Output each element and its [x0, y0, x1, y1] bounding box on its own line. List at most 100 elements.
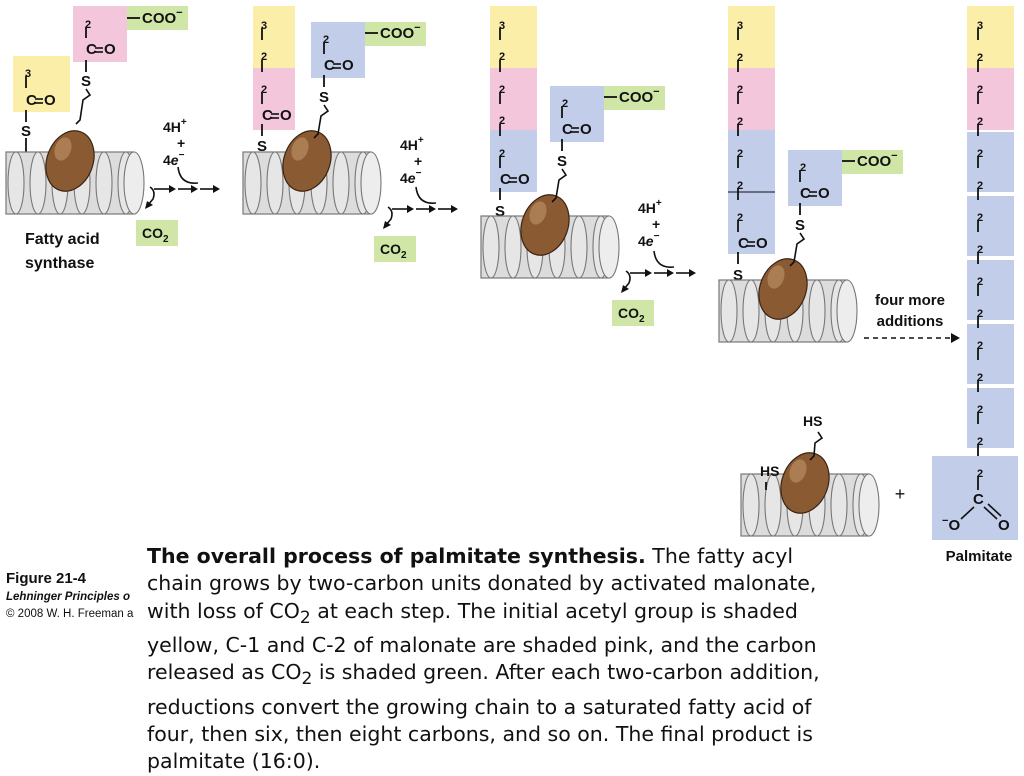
figure-caption: The overall process of palmitate synthes…	[147, 543, 837, 776]
step1-in-arrow	[177, 166, 199, 184]
step3-arrow3-head	[689, 269, 696, 277]
step1-arrow3-head	[213, 185, 220, 193]
stage1-acetyl-carbonyl-c: C	[26, 92, 37, 109]
stage3-malonyl-blue	[550, 86, 604, 142]
stage4-ch2: 2	[737, 212, 743, 224]
palmitate-blue-unit	[967, 260, 1014, 320]
released-hs-top: HS	[803, 413, 822, 429]
palmitate-ch2: 2	[977, 436, 983, 448]
palmitate-ch2: 2	[977, 404, 983, 416]
step1-arrow1-head	[169, 185, 176, 193]
stage3-pink	[490, 68, 537, 130]
stage1-carbonyl-c: C	[86, 41, 97, 58]
released-enzyme-barrel-ring	[764, 473, 782, 537]
stage3-mal-carbonyl-c: C	[562, 121, 573, 138]
stage3-s-chain: S	[495, 203, 505, 220]
palmitate-ch2: 2	[977, 148, 983, 160]
caption-text-3: is shaded green. After each two-carbon a…	[147, 660, 820, 774]
step2-arrow2-head	[429, 205, 436, 213]
stage2-carbonyl-o: O	[280, 107, 292, 124]
stage2-zigzag	[313, 104, 330, 139]
step2-hook-head	[383, 221, 391, 229]
stage3-enzyme-barrel-ring	[504, 215, 522, 279]
stage1-enzyme-oval-shine	[54, 137, 72, 161]
palmitate-ch2: 2	[977, 372, 983, 384]
step1-co2-box	[136, 220, 178, 246]
stage3-coo: COO−	[619, 86, 660, 106]
stage3-zigzag	[551, 168, 568, 203]
stage4-enzyme-barrel-ring	[808, 279, 826, 343]
step3-in-arrow	[653, 250, 675, 268]
four-more-line2: additions	[877, 313, 944, 330]
caption-title: The overall process of palmitate synthes…	[147, 544, 646, 568]
stage4-blue-a	[728, 130, 775, 192]
palmitate-carboxyl-c: C	[973, 491, 984, 508]
stage1-enzyme-barrel-end	[123, 151, 145, 215]
stage4-mal-ch2: 2	[800, 162, 806, 174]
step3-arrow2-head	[667, 269, 674, 277]
stage2-coo: COO−	[380, 22, 421, 42]
released-hs-left: HS	[760, 463, 779, 479]
palmitate-ch2: 2	[977, 84, 983, 96]
step2-co2-label: CO2	[380, 241, 407, 261]
stage1-enzyme-barrel-ring	[95, 151, 113, 215]
palmitate-ch2: 2	[977, 308, 983, 320]
stage3-yellow	[490, 6, 537, 68]
stage2-enzyme-barrel-ring	[244, 151, 262, 215]
step2-hook	[385, 206, 393, 226]
step2-in-arrow	[415, 186, 437, 204]
stage3-enzyme	[480, 194, 620, 279]
stage2-enzyme-oval-shine	[291, 137, 309, 161]
stage3-ch2-c: 2	[499, 115, 505, 127]
figure-copyright: © 2008 W. H. Freeman a	[6, 608, 134, 620]
enzyme-label-line2: synthase	[25, 255, 94, 272]
palmitate-o-double: O	[998, 517, 1010, 534]
enzyme-label-line1: Fatty acid	[25, 231, 100, 248]
stage3-ch2-b: 2	[499, 84, 505, 96]
stage1-carbonyl-o: O	[104, 41, 116, 58]
stage2-carbonyl-c: C	[262, 107, 273, 124]
palmitate-c-o-double1	[983, 506, 998, 520]
step2-reduction-h: 4H+	[400, 135, 424, 153]
step3-reduction-e: 4e−	[638, 231, 660, 249]
stage3-carbonyl-o: O	[518, 171, 530, 188]
stage4-s-chain: S	[733, 267, 743, 284]
figure-reference: Figure 21-4 Lehninger Principles o © 200…	[6, 569, 133, 622]
stage2-yellow	[253, 6, 295, 68]
step3-hook	[623, 270, 631, 290]
palmitate-c-o-single	[960, 506, 975, 520]
step1-reduction-e: 4e−	[163, 150, 185, 168]
step3-arrow1-head	[645, 269, 652, 277]
stage3-ch2-d: 2	[499, 148, 505, 160]
palmitate-ch3: 3	[977, 20, 983, 32]
stage3-coo-green	[604, 86, 665, 110]
palmitate-ch2: 2	[977, 276, 983, 288]
stage4-enzyme	[718, 258, 858, 343]
step2-arrow3-head	[451, 205, 458, 213]
stage4-blue-b	[728, 192, 775, 254]
stage4-s-malonyl: S	[795, 217, 805, 234]
step3-reduction-plus: +	[652, 216, 660, 232]
stage2-mal-carbonyl-c: C	[324, 57, 335, 74]
stage4-carbonyl-o: O	[756, 235, 768, 252]
stage4-coo-green	[842, 150, 903, 174]
palmitate-blue-unit	[967, 132, 1014, 192]
stage1-zigzag	[75, 88, 92, 125]
palmitate-o-minus: −O	[942, 515, 960, 534]
palmitate-c-o-double2	[987, 503, 1002, 517]
step2-arrow1-head	[407, 205, 414, 213]
palmitate-ch2: 2	[977, 340, 983, 352]
stage2-ch2-a: 2	[261, 51, 267, 63]
stage1-malonyl-pink	[73, 6, 127, 62]
step3-hook-head	[621, 285, 629, 293]
step1-reduction-h: 4H+	[163, 117, 187, 135]
stage4-ch3: 3	[737, 20, 743, 32]
stage2-s-chain: S	[257, 138, 267, 155]
palmitate-yellow	[967, 6, 1014, 68]
caption-sub-2: 2	[301, 669, 313, 690]
palmitate-ch2: 2	[977, 116, 983, 128]
stage4-mal-carbonyl-o: O	[818, 185, 830, 202]
step2-reduction-plus: +	[414, 153, 422, 169]
stage4-enzyme-oval-shine	[767, 265, 785, 289]
